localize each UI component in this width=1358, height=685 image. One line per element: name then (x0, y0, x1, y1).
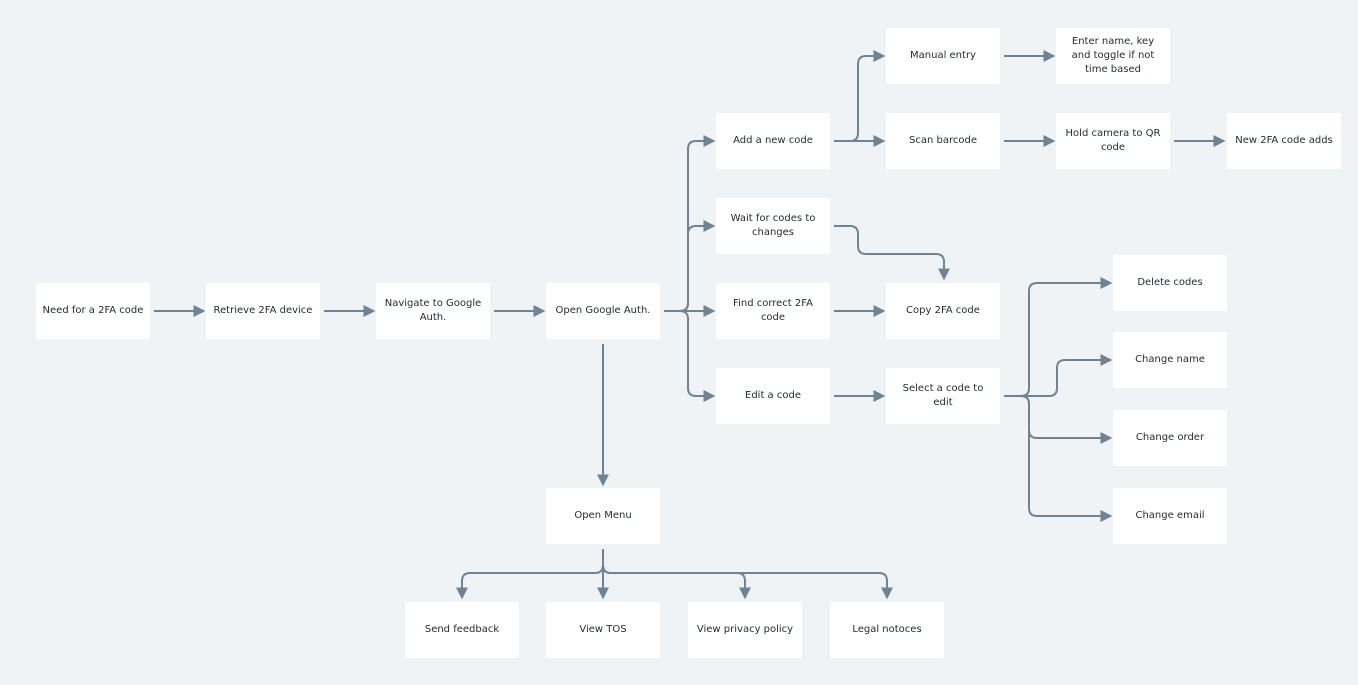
node-new-code-adds-label: New 2FA code adds (1235, 135, 1333, 146)
connector-select-to-change-email (1004, 395, 1113, 522)
node-legal-notices-label: Legal notoces (852, 624, 922, 635)
connector-wait-to-copy (834, 225, 950, 281)
node-select-edit: Select a code to edit (886, 368, 1000, 424)
connector-menu-to-legal (602, 549, 893, 600)
node-hold-camera-label: Hold camera to QR code (1065, 128, 1161, 153)
node-view-tos-label: View TOS (579, 624, 627, 635)
node-delete-codes-label: Delete codes (1137, 277, 1203, 288)
node-legal-notices: Legal notoces (830, 602, 944, 658)
node-copy-code-label: Copy 2FA code (906, 305, 980, 316)
node-add-code-label: Add a new code (733, 135, 813, 146)
connector-add-to-manual (834, 50, 886, 142)
node-manual-entry-label: Manual entry (910, 50, 976, 61)
node-scan-barcode: Scan barcode (886, 113, 1000, 169)
node-navigate-google: Navigate to Google Auth. (376, 283, 490, 339)
connector-menu-to-feedback (456, 549, 604, 600)
node-new-code-adds: New 2FA code adds (1227, 113, 1341, 169)
node-open-google-label: Open Google Auth. (555, 305, 651, 316)
node-change-email-label: Change email (1135, 510, 1205, 521)
node-copy-code: Copy 2FA code (886, 283, 1000, 339)
connector-open-to-wait (664, 220, 716, 312)
node-open-menu-label: Open Menu (574, 510, 632, 521)
node-need-2fa: Need for a 2FA code (36, 283, 150, 339)
node-send-feedback: Send feedback (405, 602, 519, 658)
node-navigate-google-label: Navigate to Google Auth. (384, 298, 482, 323)
node-change-order-label: Change order (1135, 432, 1205, 443)
node-open-menu: Open Menu (546, 488, 660, 544)
node-edit-code-label: Edit a code (745, 390, 801, 401)
connector-select-to-change-name (1004, 354, 1113, 397)
node-find-code: Find correct 2FA code (716, 283, 830, 339)
node-retrieve-device-label: Retrieve 2FA device (213, 305, 313, 316)
node-select-edit-label: Select a code to edit (902, 383, 984, 408)
node-change-order: Change order (1113, 410, 1227, 466)
node-need-2fa-label: Need for a 2FA code (42, 305, 144, 316)
node-change-name-label: Change name (1135, 354, 1205, 365)
node-scan-barcode-label: Scan barcode (909, 135, 977, 146)
node-enter-name: Enter name, key and toggle if not time b… (1056, 28, 1170, 84)
connector-open-to-edit (664, 310, 716, 402)
node-send-feedback-label: Send feedback (424, 624, 500, 635)
node-view-privacy: View privacy policy (688, 602, 802, 658)
node-view-privacy-label: View privacy policy (696, 624, 794, 635)
node-find-code-label: Find correct 2FA code (733, 298, 813, 323)
node-open-google: Open Google Auth. (546, 283, 660, 339)
node-wait-codes: Wait for codes to changes (716, 198, 830, 254)
node-delete-codes: Delete codes (1113, 255, 1227, 311)
connector-select-to-change-order (1004, 395, 1113, 444)
node-change-name: Change name (1113, 332, 1227, 388)
node-hold-camera: Hold camera to QR code (1056, 113, 1170, 169)
node-retrieve-device: Retrieve 2FA device (206, 283, 320, 339)
node-add-code: Add a new code (716, 113, 830, 169)
node-manual-entry: Manual entry (886, 28, 1000, 84)
node-change-email: Change email (1113, 488, 1227, 544)
node-view-tos: View TOS (546, 602, 660, 658)
node-wait-codes-label: Wait for codes to changes (730, 213, 816, 238)
node-edit-code: Edit a code (716, 368, 830, 424)
node-enter-name-label: Enter name, key and toggle if not time b… (1071, 36, 1155, 75)
